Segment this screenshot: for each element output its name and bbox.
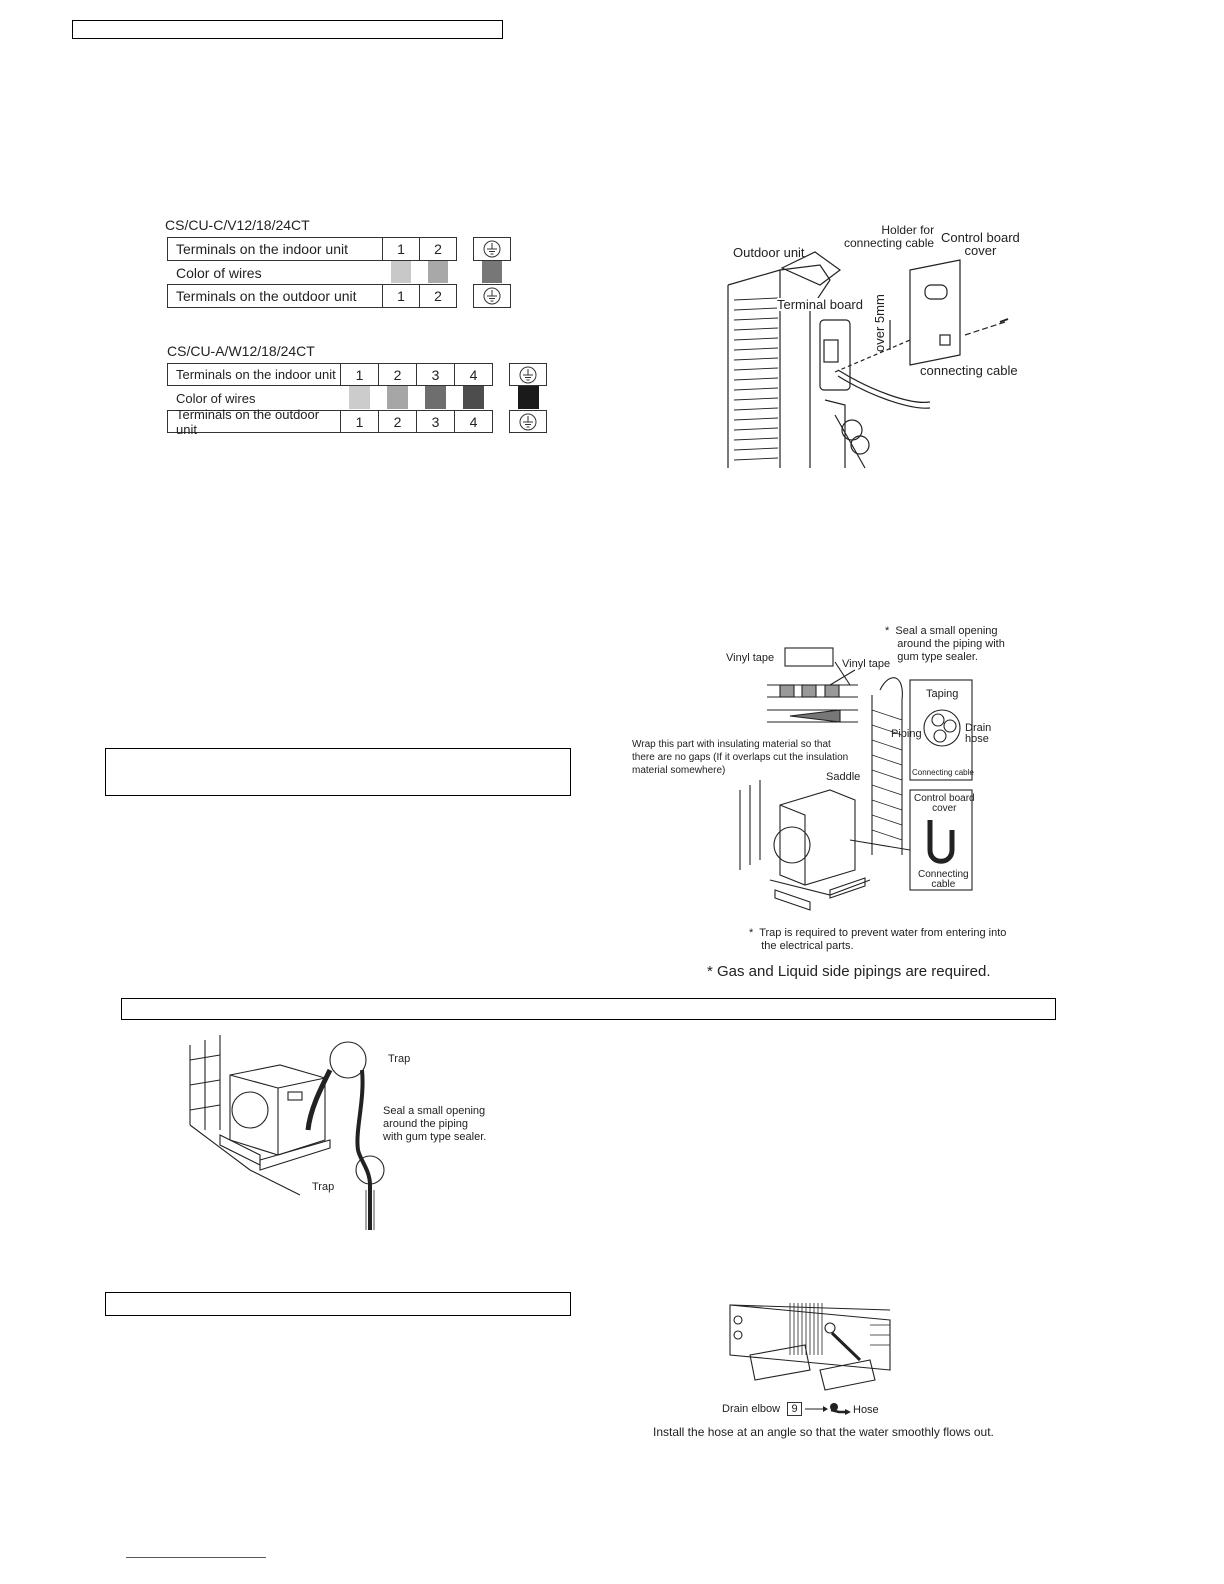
ground-icon xyxy=(519,366,537,383)
label-gas-liquid-note: * Gas and Liquid side pipings are requir… xyxy=(707,963,991,980)
elbow-arrow-icon xyxy=(805,1403,851,1415)
indoor-terminal-1-2: 2 xyxy=(419,237,457,261)
page-header-box xyxy=(72,20,503,39)
outdoor-label-1: Terminals on the outdoor unit xyxy=(167,284,383,308)
indoor-ground-1 xyxy=(473,237,511,261)
label-trap-top: Trap xyxy=(388,1053,411,1065)
ground-icon xyxy=(519,413,537,430)
label-drain-elbow: Drain elbow xyxy=(722,1403,781,1415)
outdoor-terminal-2-3: 3 xyxy=(416,410,455,433)
wire-swatch-1-1 xyxy=(391,261,411,283)
drain-caption: Install the hose at an angle so that the… xyxy=(653,1425,994,1439)
label-vinyl-tape-2: Vinyl tape xyxy=(842,658,891,670)
label-saddle: Saddle xyxy=(826,771,861,783)
outdoor-label-2: Terminals on the outdoor unit xyxy=(167,407,341,437)
label-trap-note: * Trap is required to prevent water from… xyxy=(749,927,1007,952)
label-seal-note: * Seal a small opening around the piping… xyxy=(885,625,1005,663)
outdoor-terminal-2-4: 4 xyxy=(454,410,493,433)
outdoor-unit-drawing xyxy=(727,251,1009,469)
wire-swatch-2-3 xyxy=(425,386,446,409)
wire-swatch-1-2 xyxy=(428,261,448,283)
label-vinyl-tape-1: Vinyl tape xyxy=(726,652,775,664)
outdoor-terminal-1-2: 2 xyxy=(419,284,457,308)
model-title-2: CS/CU-A/W12/18/24CT xyxy=(167,343,315,359)
label-terminal-board: Terminal board xyxy=(777,297,863,312)
label-outdoor-unit: Outdoor unit xyxy=(733,245,805,260)
label-piping: Piping xyxy=(891,728,922,740)
trap-drawing xyxy=(189,1035,385,1230)
indoor-terminal-2-2: 2 xyxy=(378,363,417,386)
color-label-1: Color of wires xyxy=(176,265,262,281)
label-over-5mm: over 5mm xyxy=(872,294,887,352)
piping-drawing xyxy=(739,647,973,911)
indoor-terminal-2-1: 1 xyxy=(340,363,379,386)
label-control-board-cover: Control board cover xyxy=(941,230,1020,258)
label-wrap-note: Wrap this part with insulating material … xyxy=(632,739,849,776)
label-taping: Taping xyxy=(926,688,959,700)
ground-icon xyxy=(483,287,501,305)
label-holder: Holder for connecting cable xyxy=(844,223,935,250)
outdoor-ground-1 xyxy=(473,284,511,308)
section-header-box xyxy=(121,998,1056,1020)
drain-drawing xyxy=(729,1303,891,1391)
label-drain-hose: Drain hose xyxy=(965,722,992,745)
elbow-number-box: 9 xyxy=(787,1402,802,1416)
indoor-label-1: Terminals on the indoor unit xyxy=(167,237,383,261)
model-title-1: CS/CU-C/V12/18/24CT xyxy=(165,217,310,233)
indoor-terminal-1-1: 1 xyxy=(382,237,420,261)
ground-icon xyxy=(483,240,501,258)
indoor-label-2: Terminals on the indoor unit xyxy=(167,363,341,386)
outdoor-terminal-1-1: 1 xyxy=(382,284,420,308)
wire-swatch-2-1 xyxy=(349,386,370,409)
label-connecting-cable: connecting cable xyxy=(920,363,1018,378)
outdoor-terminal-2-1: 1 xyxy=(340,410,379,433)
footer-rule xyxy=(126,1557,266,1558)
ground-wire-swatch-2 xyxy=(518,386,539,409)
label-trap-seal-note: Seal a small opening around the piping w… xyxy=(383,1105,487,1143)
label-connecting-cable-2: Connecting cable xyxy=(918,869,969,890)
indoor-terminal-2-4: 4 xyxy=(454,363,493,386)
wire-swatch-2-4 xyxy=(463,386,484,409)
outdoor-ground-2 xyxy=(509,410,547,433)
indoor-ground-2 xyxy=(509,363,547,386)
label-control-board-cover-inset: Control board cover xyxy=(914,793,975,814)
ground-wire-swatch-1 xyxy=(482,261,502,283)
indoor-terminal-2-3: 3 xyxy=(416,363,455,386)
wire-swatch-2-2 xyxy=(387,386,408,409)
color-label-2: Color of wires xyxy=(176,391,256,406)
label-connecting-cable-inset: Connecting cable xyxy=(912,768,974,777)
label-hose: Hose xyxy=(853,1404,879,1416)
outdoor-terminal-2-2: 2 xyxy=(378,410,417,433)
label-trap-bottom: Trap xyxy=(312,1181,335,1193)
note-box xyxy=(105,748,571,796)
bottom-section-box xyxy=(105,1292,571,1316)
